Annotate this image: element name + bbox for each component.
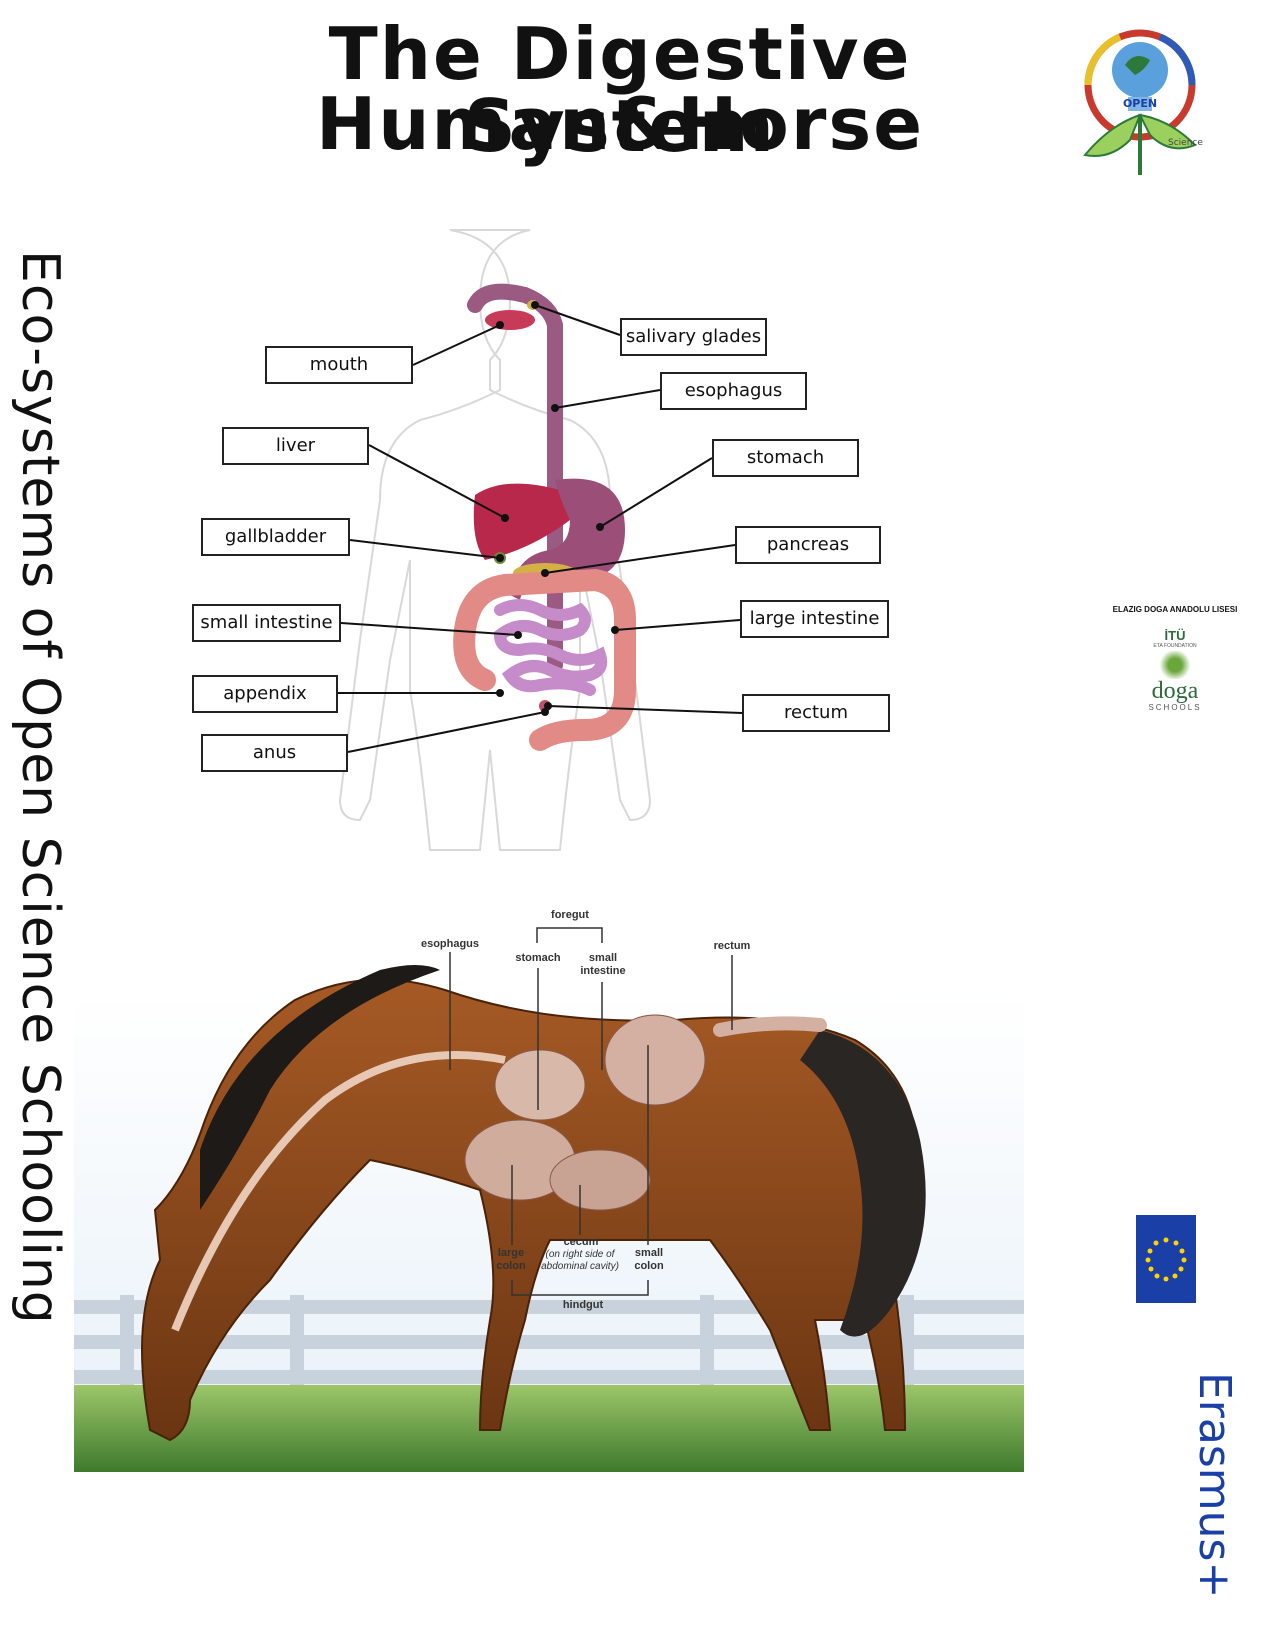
liver-shape: [473, 483, 570, 560]
tree-icon: [1158, 651, 1192, 679]
label-salivary-glands: salivary glades: [620, 318, 767, 356]
large-intestine-shape: [453, 568, 636, 751]
label-pancreas: pancreas: [735, 526, 881, 564]
horse-label-rectum: rectum: [713, 940, 751, 952]
horse-label-stomach: stomach: [515, 952, 561, 964]
label-small-intestine: small intestine: [192, 604, 341, 642]
school-logo: ELAZIG DOGA ANADOLU LISESI İTÜ ETA FOUND…: [1112, 605, 1238, 712]
horse-label-large-colon: large colon: [496, 1247, 526, 1272]
small-intestine-shape: [493, 599, 608, 696]
page-subtitle: Human&Horse: [315, 82, 925, 166]
label-mouth: mouth: [265, 346, 413, 384]
horse-label-cecum: cecum: [563, 1236, 599, 1248]
label-anus: anus: [201, 734, 348, 772]
esophagus-shape: [467, 283, 563, 673]
label-appendix: appendix: [192, 675, 338, 713]
horse-label-esophagus: esophagus: [420, 938, 480, 950]
horse-label-foregut: foregut: [551, 909, 589, 921]
horse-label-cecum-note: (on right side of abdominal cavity): [541, 1249, 619, 1272]
horse-label-small-intestine: small intestine: [580, 952, 626, 977]
label-gallbladder: gallbladder: [201, 518, 350, 556]
erasmus-text: Erasmus+: [1189, 1372, 1240, 1599]
label-rectum: rectum: [742, 694, 890, 732]
label-liver: liver: [222, 427, 369, 465]
horse-label-hindgut: hindgut: [562, 1299, 604, 1311]
label-stomach: stomach: [712, 439, 859, 477]
horse-label-small-colon: small colon: [634, 1247, 664, 1272]
page-title: The Digestive System: [328, 12, 912, 168]
label-esophagus: esophagus: [660, 372, 807, 410]
label-large-intestine: large intestine: [740, 600, 889, 638]
